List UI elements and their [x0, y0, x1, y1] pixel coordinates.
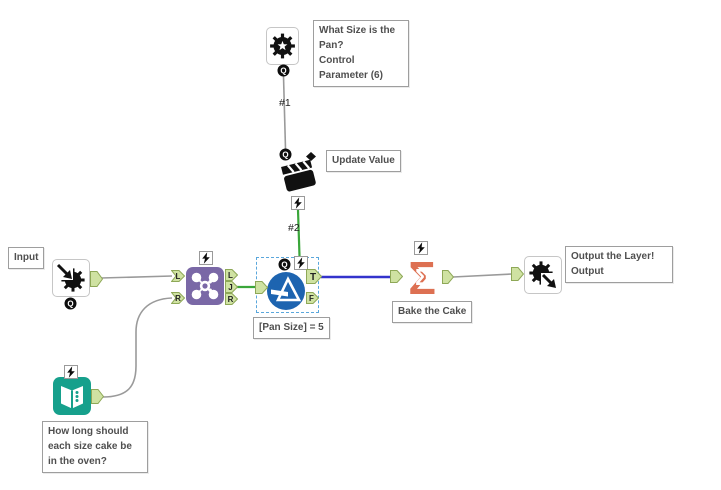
join-lightning-anchor[interactable]: [199, 251, 213, 265]
q-anchor-label: Q: [281, 260, 287, 269]
control-parameter-q-anchor[interactable]: Q: [277, 64, 290, 77]
filter-input-anchor[interactable]: [255, 281, 269, 294]
filter-tool[interactable]: [267, 272, 305, 310]
update-value-tool[interactable]: [281, 151, 321, 195]
text-input-tool[interactable]: [53, 377, 91, 415]
macro-input-tool[interactable]: [52, 259, 90, 297]
anchor-letter: L: [176, 272, 181, 281]
sigma-inner-glyph: Σ: [415, 264, 429, 290]
anchor-letter: R: [228, 295, 234, 304]
connection-macro-input-to-join-l[interactable]: [100, 275, 173, 279]
control-parameter-annotation[interactable]: What Size is the Pan? Control Parameter …: [313, 20, 409, 87]
q-anchor-label: Q: [282, 150, 288, 159]
sigma-icon: Σ Σ: [408, 252, 436, 304]
filter-annotation[interactable]: [Pan Size] = 5: [253, 317, 330, 339]
macro-output-tool[interactable]: [524, 256, 562, 294]
gear-arrow-in-icon: [54, 261, 85, 292]
summarize-annotation[interactable]: Bake the Cake: [392, 301, 473, 323]
summarize-tool[interactable]: Σ Σ: [402, 252, 442, 304]
control-parameter-tool[interactable]: [266, 27, 299, 65]
lightning-icon: [294, 256, 308, 270]
q-anchor-label: Q: [67, 299, 73, 308]
macro-output-input-anchor[interactable]: [511, 267, 525, 281]
macro-output-annotation[interactable]: Output the Layer! Output: [565, 246, 673, 283]
text-input-output-anchor[interactable]: [91, 389, 105, 404]
connection-control-parameter-to-update-value[interactable]: [282, 75, 287, 150]
connection-1-label: #1: [279, 97, 291, 109]
summarize-input-anchor[interactable]: [390, 270, 404, 283]
open-book-icon: [61, 386, 83, 409]
filter-lightning-anchor[interactable]: [294, 256, 308, 270]
lightning-icon: [64, 365, 78, 379]
lightning-icon: [414, 241, 428, 255]
q-anchor-label: Q: [280, 66, 286, 75]
join-input-anchor-l[interactable]: L: [170, 270, 186, 282]
update-value-annotation[interactable]: Update Value: [326, 150, 401, 172]
lightning-icon: [199, 251, 213, 265]
join-input-anchor-r[interactable]: R: [170, 292, 186, 304]
connection-text-input-to-join-r[interactable]: [102, 297, 173, 398]
text-input-annotation[interactable]: How long should each size cake be in the…: [42, 421, 148, 473]
filter-funnel-icon: [267, 272, 305, 310]
anchor-letter: T: [310, 272, 316, 283]
join-network-icon: [191, 272, 219, 300]
join-output-anchor-l[interactable]: L: [225, 269, 239, 281]
clapperboard-icon: [281, 152, 316, 192]
macro-input-q-anchor[interactable]: Q: [64, 297, 77, 310]
join-output-anchor-r[interactable]: R: [225, 293, 239, 305]
macro-input-annotation[interactable]: Input: [8, 247, 45, 269]
macro-input-output-anchor[interactable]: [90, 271, 104, 287]
anchor-letter: F: [309, 294, 314, 303]
filter-output-anchor-f[interactable]: F: [306, 292, 320, 304]
summarize-lightning-anchor[interactable]: [414, 241, 428, 255]
lightning-icon: [291, 196, 305, 210]
update-value-lightning-anchor[interactable]: [291, 196, 305, 210]
join-tool[interactable]: [186, 267, 224, 305]
anchor-letter: L: [228, 271, 233, 280]
anchor-letter: R: [175, 294, 181, 303]
connection-update-value-to-filter[interactable]: [296, 209, 301, 257]
gear-arrow-out-icon: [529, 261, 560, 292]
anchor-letter: J: [228, 283, 232, 292]
text-input-lightning-anchor[interactable]: [64, 365, 78, 379]
sigma-outer-glyph: Σ: [408, 256, 436, 296]
join-output-anchor-j[interactable]: J: [225, 281, 239, 293]
gear-star-icon: [270, 33, 295, 59]
filter-q-anchor[interactable]: Q: [278, 258, 291, 271]
connection-2-label: #2: [288, 222, 300, 234]
update-value-q-anchor[interactable]: Q: [279, 148, 292, 161]
connection-summarize-to-macro-output[interactable]: [452, 273, 513, 278]
filter-output-anchor-t[interactable]: T: [306, 269, 323, 284]
summarize-output-anchor[interactable]: [442, 270, 455, 284]
